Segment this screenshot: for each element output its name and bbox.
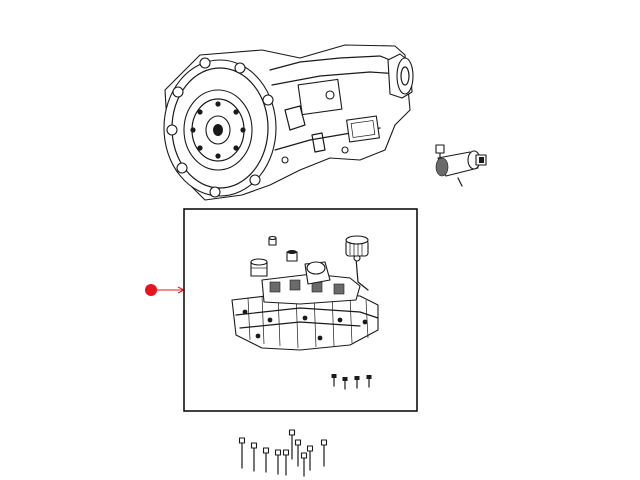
plug-small[interactable] bbox=[268, 235, 277, 246]
body-bolts[interactable] bbox=[331, 374, 372, 390]
flange-bosses bbox=[166, 57, 274, 198]
solenoid[interactable] bbox=[435, 144, 487, 187]
transmission-assembly[interactable] bbox=[163, 44, 414, 201]
valve-body[interactable] bbox=[231, 254, 379, 351]
sleeve-fitting[interactable] bbox=[250, 258, 268, 277]
mounting-bolts[interactable] bbox=[238, 429, 328, 477]
plug-medium[interactable] bbox=[286, 250, 298, 262]
callout-marker[interactable] bbox=[145, 284, 186, 296]
valve-body-kit-frame bbox=[183, 208, 418, 412]
filter-cartridge[interactable] bbox=[345, 235, 369, 257]
torque-converter bbox=[183, 89, 253, 171]
